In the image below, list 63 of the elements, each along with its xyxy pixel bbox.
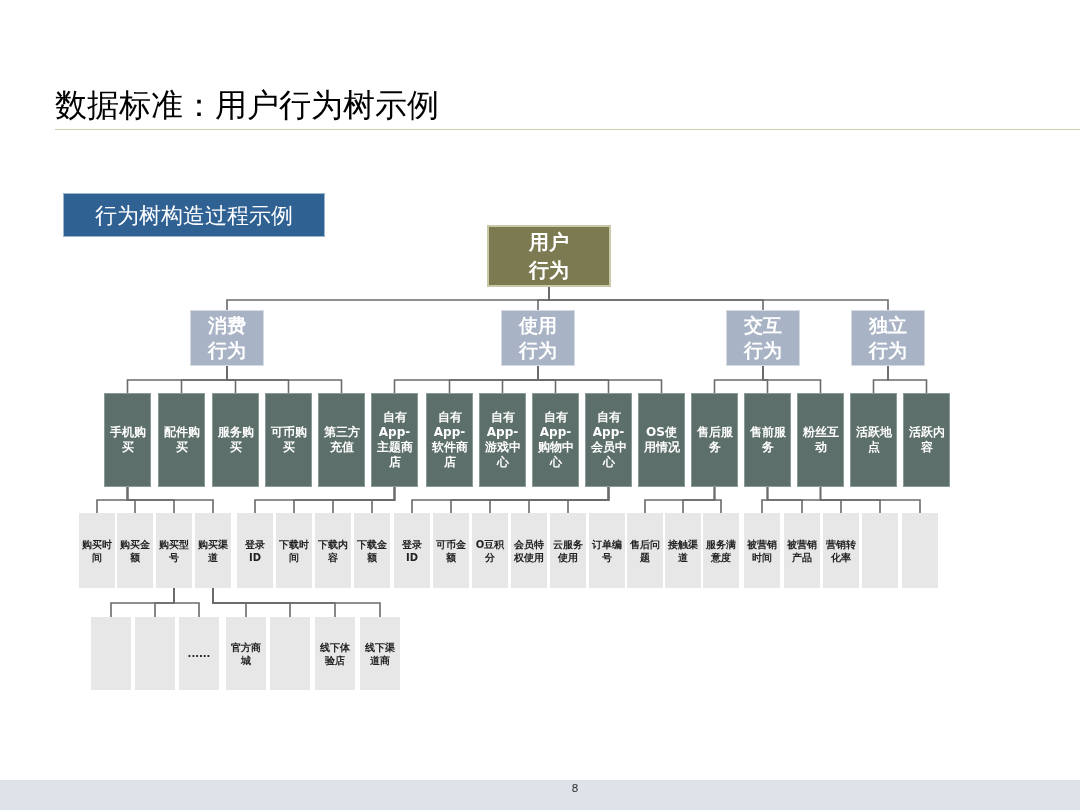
connector-line: [762, 365, 822, 394]
attribute-node: 订单编号: [589, 513, 625, 588]
behavior-node: OS使用情况: [638, 393, 685, 487]
connector-line: [173, 587, 200, 618]
attribute-node: 购买型号: [156, 513, 192, 588]
empty-box: [862, 513, 898, 588]
root-node: 用户行为: [487, 225, 611, 287]
value-node: 线下体验店: [315, 617, 355, 690]
section-tag: 行为树构造过程示例: [63, 193, 325, 237]
behavior-node: 粉丝互动: [797, 393, 844, 487]
behavior-node: 活跃地点: [850, 393, 897, 487]
behavior-node: 可币购买: [265, 393, 312, 487]
attribute-node: 登录ID: [237, 513, 273, 588]
category-node: 交互行为: [726, 310, 800, 366]
attribute-node: 云服务使用: [550, 513, 586, 588]
attribute-node: 下载金额: [354, 513, 390, 588]
attribute-node: 下载内容: [315, 513, 351, 588]
attribute-node: 购买时间: [79, 513, 115, 588]
connector-line: [371, 486, 396, 514]
category-node: 独立行为: [851, 310, 925, 366]
connector-line: [567, 486, 610, 514]
empty-box: [91, 617, 131, 690]
attribute-node: 可币金额: [433, 513, 469, 588]
attribute-node: 营销转化率: [823, 513, 859, 588]
attribute-node: 下载时间: [276, 513, 312, 588]
connector-line: [713, 486, 722, 514]
page-number: 8: [570, 781, 580, 797]
behavior-node: 售后服务: [691, 393, 738, 487]
empty-box: [902, 513, 938, 588]
behavior-node: 自有App-购物中心: [532, 393, 579, 487]
attribute-node: 购买金额: [117, 513, 153, 588]
behavior-node: 售前服务: [744, 393, 791, 487]
behavior-node: 自有App-软件商店: [426, 393, 473, 487]
attribute-node: 被营销时间: [744, 513, 780, 588]
connector-line: [766, 486, 842, 514]
connector-line: [887, 365, 928, 394]
behavior-node: 第三方充值: [318, 393, 365, 487]
behavior-node: 服务购买: [212, 393, 259, 487]
behavior-node: 活跃内容: [903, 393, 950, 487]
value-node: 线下渠道商: [360, 617, 400, 690]
category-node: 使用行为: [501, 310, 575, 366]
attribute-node: 服务满意度: [703, 513, 739, 588]
category-node: 消费行为: [190, 310, 264, 366]
connector-line: [212, 587, 381, 618]
empty-box: [270, 617, 310, 690]
attribute-node: 购买渠道: [195, 513, 231, 588]
attribute-node: 接触渠道: [665, 513, 701, 588]
behavior-node: 自有App-游戏中心: [479, 393, 526, 487]
attribute-node: 被营销产品: [784, 513, 820, 588]
empty-box: [135, 617, 175, 690]
connector-line: [819, 486, 921, 514]
connector-line: [126, 486, 214, 514]
attribute-node: 登录ID: [394, 513, 430, 588]
value-node: 官方商城: [226, 617, 266, 690]
title: 数据标准：用户行为树示例: [55, 85, 439, 126]
attribute-node: 售后问题: [627, 513, 663, 588]
value-node: ......: [179, 617, 219, 690]
attribute-node: O豆积分: [472, 513, 508, 588]
behavior-node: 自有App-主题商店: [371, 393, 418, 487]
behavior-node: 手机购买: [104, 393, 151, 487]
behavior-node: 自有App-会员中心: [585, 393, 632, 487]
attribute-node: 会员特权使用: [511, 513, 547, 588]
behavior-node: 配件购买: [158, 393, 205, 487]
